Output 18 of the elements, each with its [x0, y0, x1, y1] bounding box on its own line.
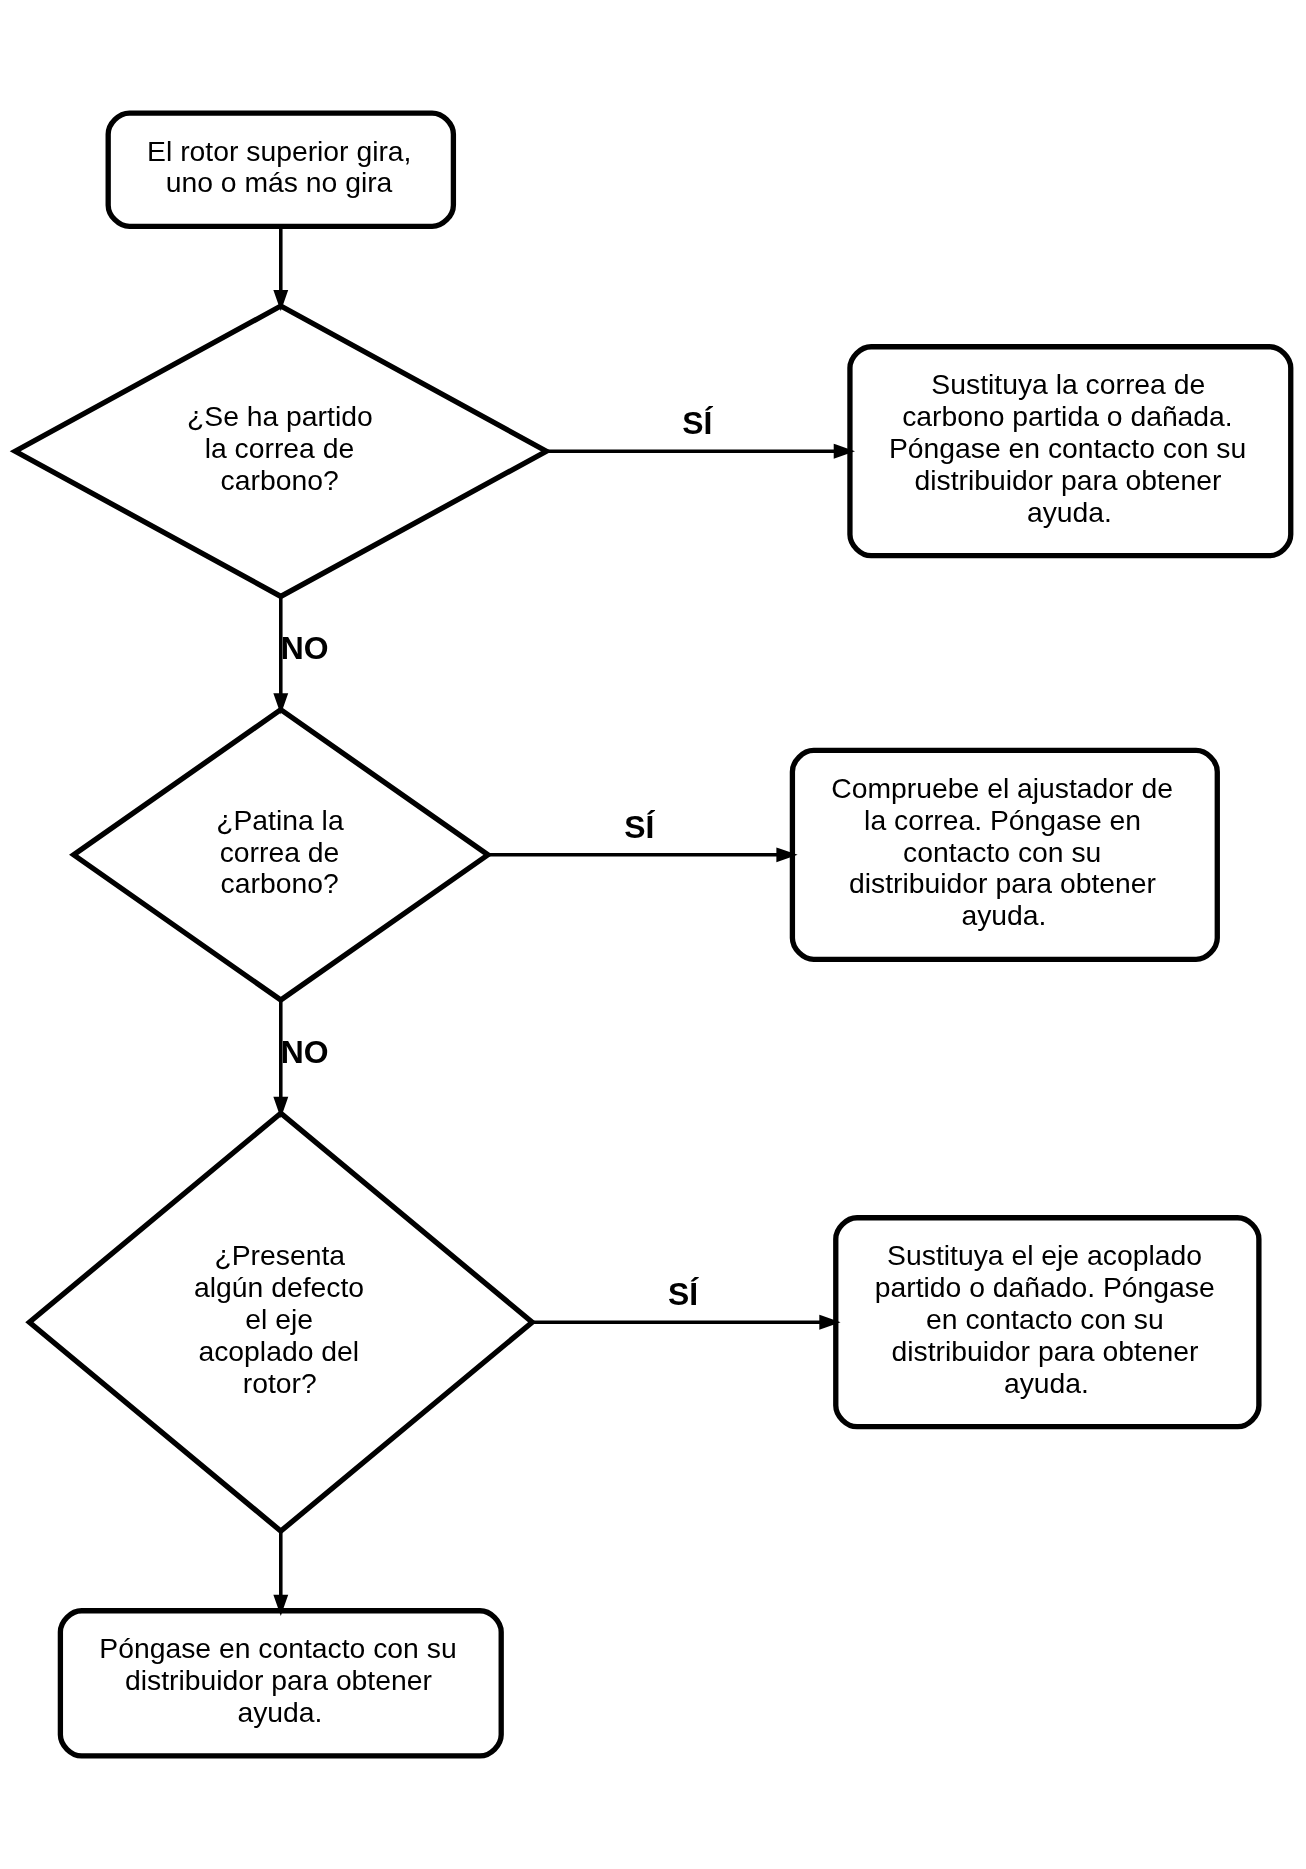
arrow — [273, 1000, 289, 1119]
arrow — [488, 847, 798, 863]
arrow — [546, 443, 855, 459]
node-box: Sustituya la correa de carbono partida o dañada. Póngase en contacto con su distribuidor para obtener ayuda. — [847, 344, 1294, 559]
edge-label: NO — [280, 1033, 329, 1070]
arrow — [273, 226, 289, 312]
node-box: Compruebe el ajustador de la correa. Póngase en contacto con su distribuidor para obtener ayuda. — [789, 747, 1220, 962]
node-box: Sustituya el eje acoplado partido o dañado. Póngase en contacto con su distribuidor para obtener ayuda. — [833, 1215, 1262, 1430]
arrow — [273, 596, 289, 715]
edge-label: SÍ — [682, 405, 713, 442]
edge-label: SÍ — [624, 808, 655, 845]
node-box: Póngase en contacto con su distribuidor para obtener ayuda. — [57, 1608, 504, 1759]
arrow — [273, 1531, 289, 1616]
node-diamond: ¿Presenta algún defecto el eje acoplado del rotor? — [25, 1109, 537, 1535]
node-box: El rotor superior gira, uno o más no gira — [105, 110, 457, 230]
edge-label: NO — [280, 630, 329, 667]
edge-label: SÍ — [668, 1276, 699, 1313]
arrow — [532, 1314, 841, 1330]
